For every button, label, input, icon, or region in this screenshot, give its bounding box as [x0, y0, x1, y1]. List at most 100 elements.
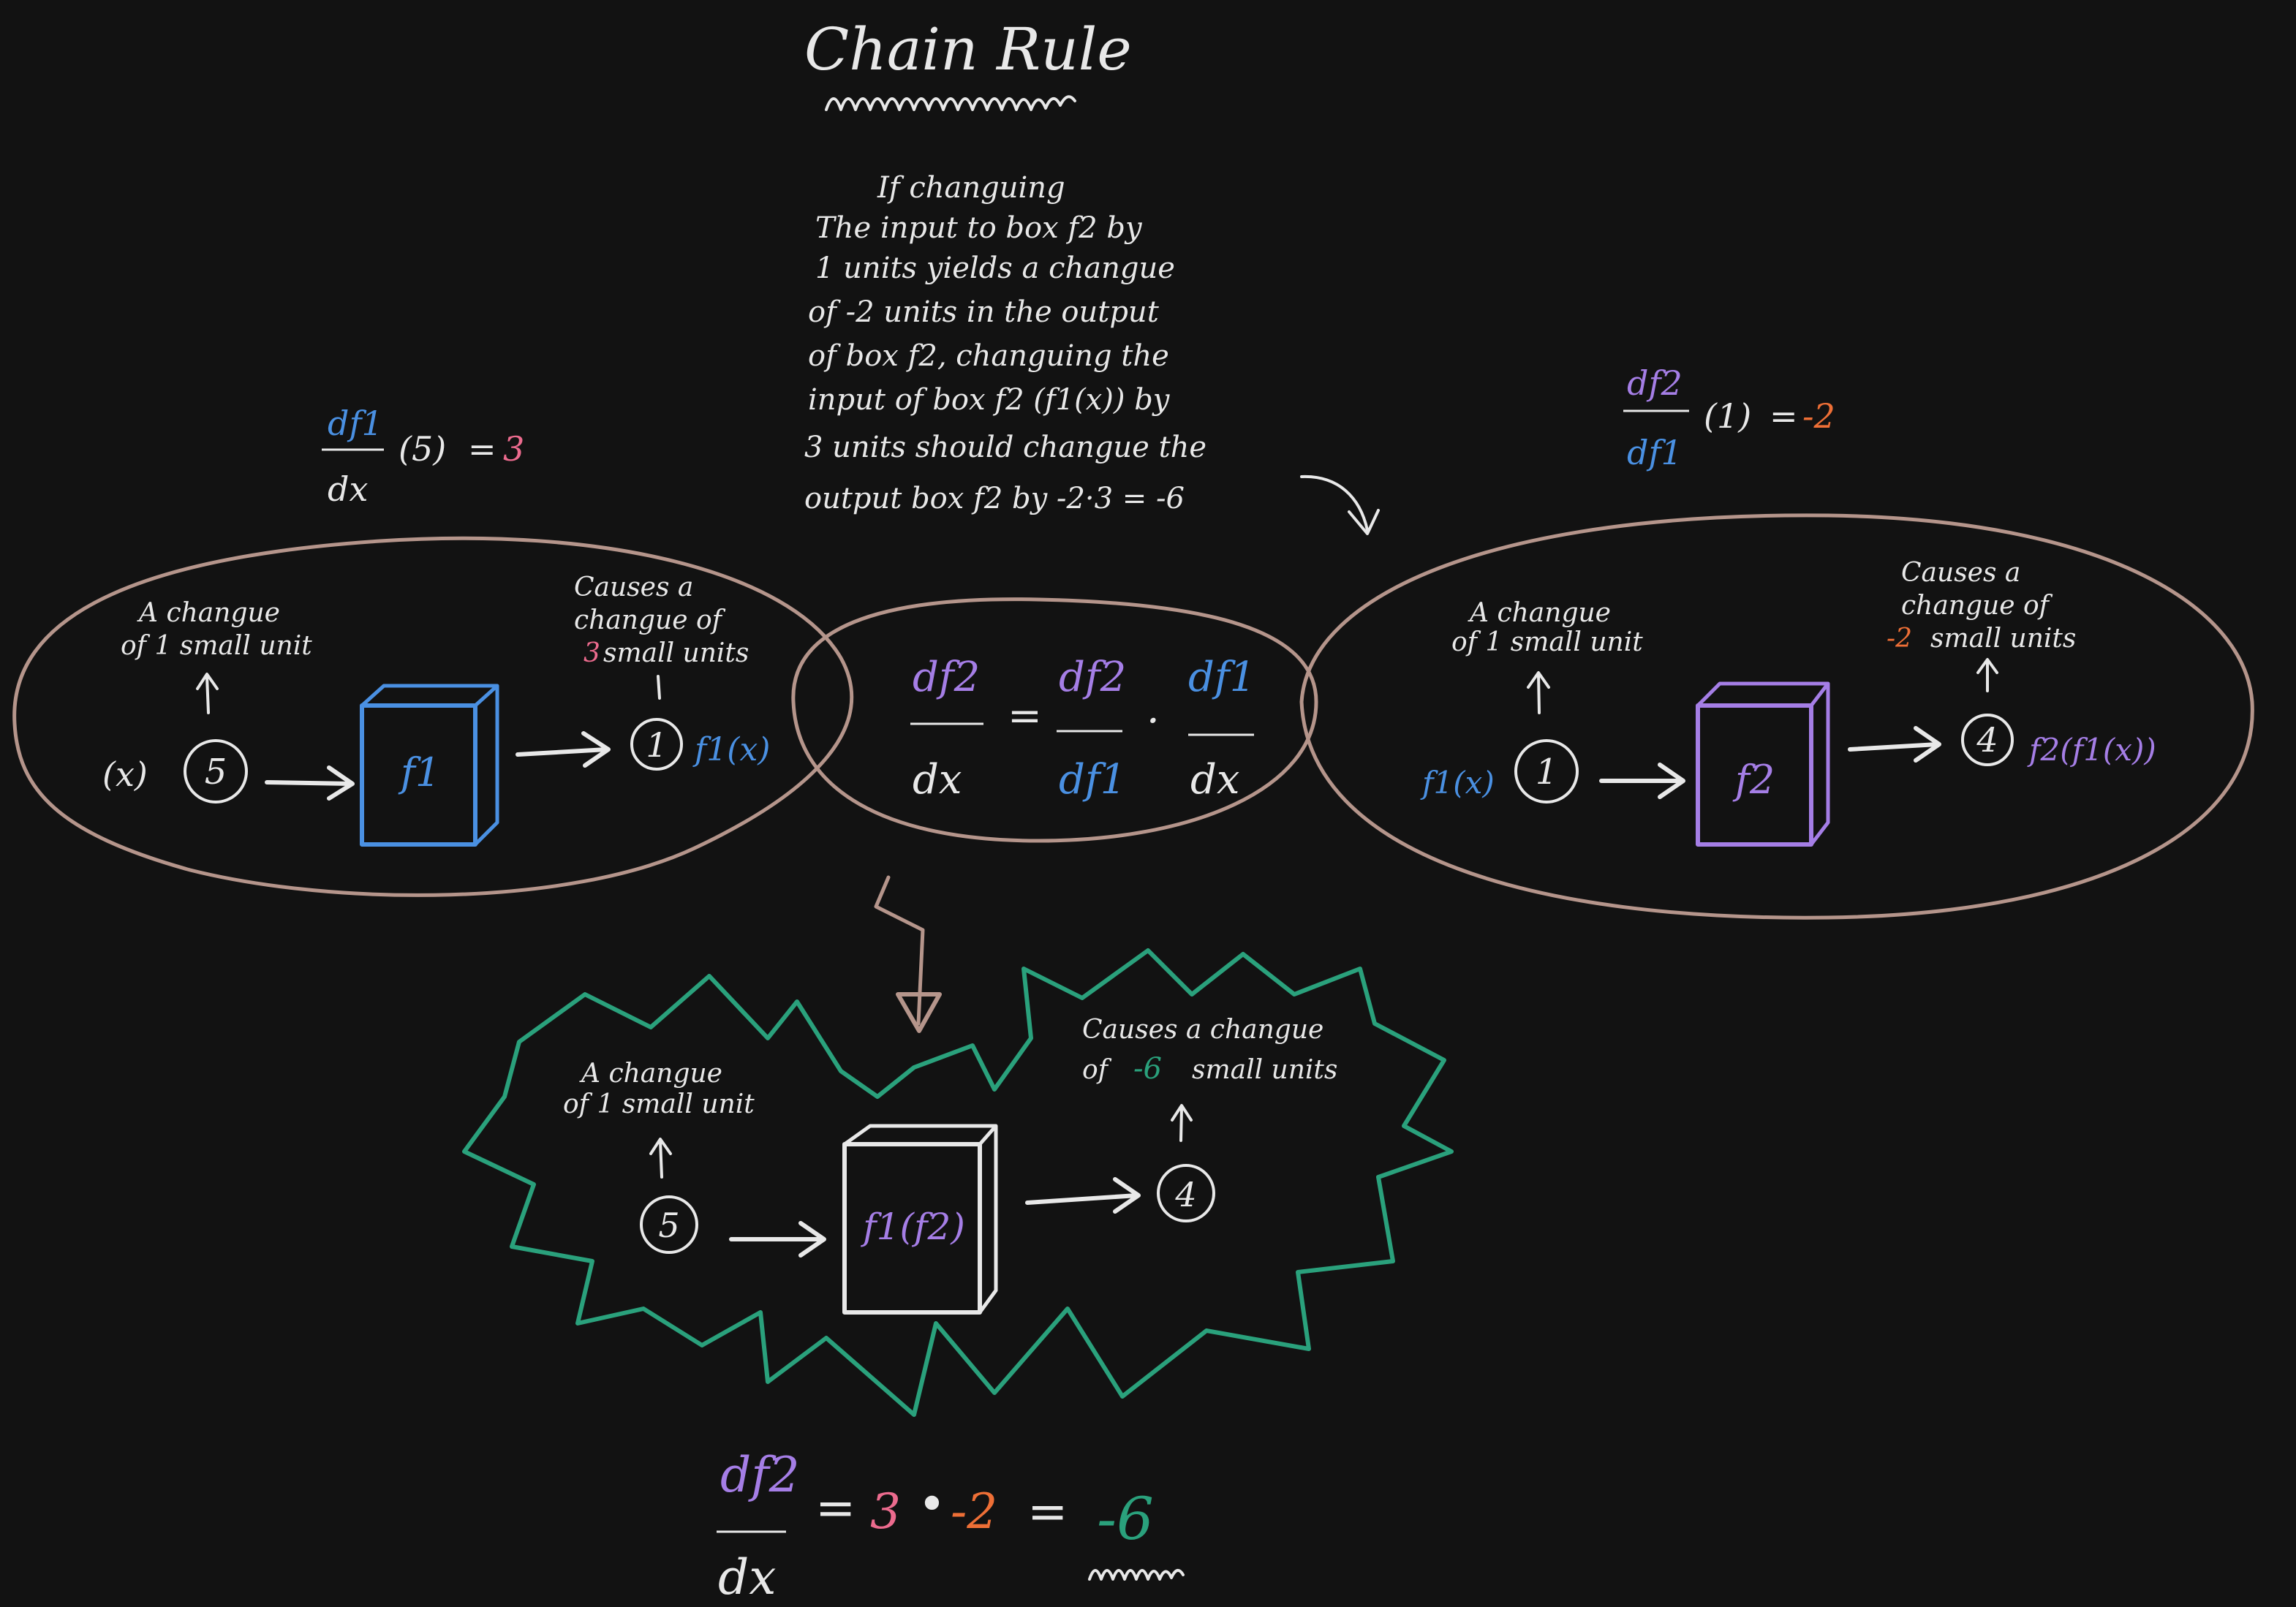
explanation-arrow-head: [1348, 509, 1380, 535]
arrow-to-box: [1599, 763, 1685, 799]
explanation-text: If changuing The input to box f2 by 1 un…: [804, 171, 1206, 515]
input-var: (x): [102, 755, 148, 794]
output-circle: [1157, 1164, 1215, 1222]
final-num: df2: [720, 1447, 800, 1503]
change-label: of 1 small unit: [563, 1089, 755, 1119]
right-derivative-numerator: df2: [1627, 363, 1683, 403]
explanation-line: of box f2, changuing the: [808, 339, 1169, 373]
formula-r1-den: df1: [1059, 756, 1126, 804]
result-underline-scribble: [1088, 1569, 1185, 1581]
final-den: dx: [718, 1549, 776, 1606]
f1-box: f1: [360, 684, 499, 847]
result-label: changue of: [1901, 591, 2053, 621]
left-derivative: df1 dx (5) = 3: [322, 404, 524, 509]
f2-box-side: [1696, 681, 1830, 847]
title-underline-scribble: [825, 95, 1076, 111]
composite-box-label: f1(f2): [860, 1206, 965, 1248]
formula-r2-den: dx: [1190, 756, 1239, 804]
input-var: f1(x): [1420, 765, 1495, 801]
f1-box-front: [360, 703, 477, 847]
left-derivative-numerator: df1: [328, 404, 383, 443]
right-derivative: df2 df1 (1) = -2: [1623, 363, 1835, 472]
up-arrow: [1527, 671, 1550, 714]
arrow-to-box: [265, 765, 355, 801]
result-amount: -2: [1887, 624, 1912, 654]
right-derivative-denominator: df1: [1627, 433, 1683, 472]
result-label: of: [1082, 1055, 1112, 1085]
final-dot: •: [918, 1476, 946, 1532]
result-label: changue of: [574, 605, 726, 635]
final-eq2: =: [1027, 1483, 1068, 1540]
input-value: 1: [1536, 752, 1558, 793]
right-derivative-value: -2: [1802, 396, 1835, 436]
input-value: 5: [658, 1206, 679, 1245]
result-label: small units: [603, 638, 749, 668]
left-derivative-equals: =: [468, 429, 496, 469]
result-label: small units: [1930, 624, 2076, 654]
output-value: 1: [646, 725, 667, 765]
explanation-line: 1 units yields a changue: [815, 252, 1175, 285]
f1-box-label: f1: [398, 749, 440, 795]
explanation-line: of -2 units in the output: [808, 295, 1160, 329]
explanation-line: 3 units should changue the: [804, 431, 1206, 464]
final-equation: df2 dx = 3 • -2 = -6: [717, 1447, 1185, 1606]
down-arrow-head: [896, 992, 942, 1033]
change-label: A changue: [137, 598, 280, 628]
up-arrow: [649, 1138, 672, 1179]
formula-lhs-den: dx: [913, 756, 962, 804]
right-panel: A changue of 1 small unit f1(x) 1 f2 4 f…: [1420, 558, 2156, 847]
down-arrow-to-result: [874, 875, 925, 1026]
formula-equals: =: [1008, 692, 1042, 740]
result-label: Causes a changue: [1082, 1015, 1323, 1045]
composite-box: f1(f2): [842, 1124, 998, 1315]
arrow-from-box: [1025, 1177, 1141, 1214]
f2-box-label: f2: [1732, 757, 1775, 803]
up-arrow: [196, 673, 219, 714]
change-label: A changue: [1468, 598, 1611, 628]
tick-line: [657, 675, 661, 700]
composite-box-side: [842, 1124, 998, 1315]
left-derivative-value: 3: [503, 429, 524, 469]
final-result: -6: [1097, 1485, 1154, 1553]
right-derivative-arg: (1): [1704, 396, 1751, 436]
explanation-line: input of box f2 (f1(x)) by: [808, 383, 1171, 417]
formula-r2-num: df1: [1188, 654, 1255, 701]
explanation-arrow: [1300, 474, 1369, 532]
change-label: of 1 small unit: [121, 631, 312, 661]
output-value: 4: [1174, 1175, 1196, 1214]
right-ellipse: [1299, 513, 2254, 920]
result-label: Causes a: [574, 572, 693, 602]
right-derivative-equals: =: [1770, 396, 1798, 436]
f2-box-front: [1696, 703, 1813, 847]
result-starburst: [462, 948, 1454, 1417]
arrow-from-box: [516, 731, 611, 768]
formula-dot: ·: [1147, 697, 1160, 745]
input-circle: [640, 1195, 698, 1254]
final-a: 3: [870, 1483, 901, 1540]
left-derivative-denominator: dx: [328, 469, 368, 509]
input-circle: [184, 739, 248, 804]
formula-r1-num: df2: [1059, 654, 1126, 701]
left-panel: A changue of 1 small unit (x) 5 f1 1 f1(…: [102, 572, 770, 847]
title: Chain Rule: [804, 15, 1132, 83]
change-label: A changue: [579, 1059, 722, 1089]
result-amount: 3: [584, 638, 600, 668]
bottom-panel: A changue of 1 small unit 5 f1(f2) 4 Cau…: [563, 1015, 1337, 1315]
composite-box-front: [842, 1142, 982, 1315]
formula-lhs-num: df2: [913, 654, 980, 701]
input-circle: [1514, 739, 1579, 804]
input-value: 5: [205, 752, 227, 793]
output-expr: f1(x): [692, 731, 770, 768]
f2-box: f2: [1696, 681, 1830, 847]
result-label: Causes a: [1901, 558, 2020, 588]
f1-box-side: [360, 684, 499, 847]
output-circle: [630, 718, 683, 771]
arrow-from-box: [1848, 726, 1941, 763]
result-amount: -6: [1133, 1052, 1162, 1086]
output-expr: f2(f1(x)): [2027, 732, 2156, 768]
left-derivative-arg: (5): [399, 429, 446, 469]
output-circle: [1961, 714, 2014, 766]
center-formula: df2 dx = df2 df1 · df1 dx: [910, 654, 1255, 804]
result-label: small units: [1192, 1055, 1337, 1085]
